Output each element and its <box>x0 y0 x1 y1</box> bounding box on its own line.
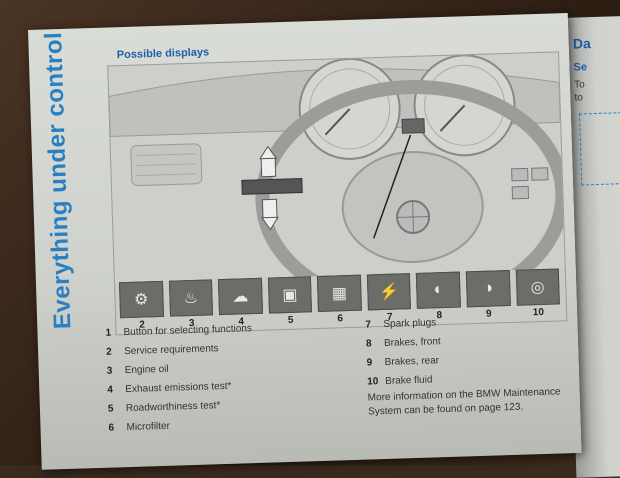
brake-fluid-icon: ◎ <box>515 268 560 306</box>
legend-right: 7 Spark plugs 8 Brakes, front 9 Brakes, rea… <box>365 309 588 420</box>
legend-number: 1 <box>105 327 112 339</box>
microfilter-icon: ▦ <box>317 274 362 313</box>
legend-text: Service requirements <box>123 343 219 358</box>
spark-plug-icon: ⚡ <box>366 273 412 311</box>
legend-text: Brakes, front <box>383 336 441 349</box>
legend-text: Roadworthiness test* <box>125 400 221 415</box>
legend-number: 4 <box>107 384 114 396</box>
dashboard-illustration: ⚙ ♨ ☁ ▣ ▦ ⚡ ◐ ◑ ◎ 2 3 4 5 6 7 8 9 10 <box>107 51 568 336</box>
display-window <box>401 118 425 134</box>
exhaust-icon: ☁ <box>218 277 263 316</box>
facing-page-box <box>579 111 620 186</box>
legend-number: 8 <box>365 338 372 350</box>
legend-text: Microfilter <box>126 420 171 434</box>
callout-number: 6 <box>337 313 344 325</box>
instrument-cluster-drawing <box>108 52 565 283</box>
service-icon: ⚙ <box>118 280 164 319</box>
facing-page-line: To <box>573 79 585 91</box>
chapter-title: Everything under control <box>40 31 77 330</box>
legend-number: 6 <box>108 422 115 434</box>
facing-page-line: to <box>574 92 584 104</box>
legend-number: 5 <box>107 403 114 415</box>
callout-number: 5 <box>287 314 294 326</box>
legend-left: 1 Button for selecting functions 2 Service… <box>105 319 255 438</box>
section-heading: Possible displays <box>116 46 210 62</box>
legend-number: 2 <box>105 346 112 358</box>
inspection-icon: ▣ <box>267 276 313 314</box>
legend-number: 10 <box>367 376 379 388</box>
turn-signal-stalk <box>241 177 303 195</box>
rear-brake-icon: ◑ <box>465 270 511 308</box>
manual-page: Everything under control Possible displa… <box>28 13 582 470</box>
legend-text: Brake fluid <box>385 374 433 387</box>
legend-item: 6 Microfilter <box>108 414 255 438</box>
facing-page-subheading: Se <box>573 61 588 74</box>
legend-text: Exhaust emissions test* <box>125 380 232 396</box>
front-brake-icon: ◐ <box>416 271 461 309</box>
legend-number: 7 <box>365 319 372 331</box>
maintenance-note: More information on the BMW Maintenance … <box>367 386 561 418</box>
facing-page-heading: Da <box>572 35 591 52</box>
legend-text: Engine oil <box>124 363 169 377</box>
legend-text: Spark plugs <box>383 317 437 330</box>
legend-number: 9 <box>366 357 373 369</box>
legend-number: 3 <box>106 365 113 377</box>
legend-text: Brakes, rear <box>384 355 440 368</box>
oil-can-icon: ♨ <box>168 279 214 317</box>
legend-text: Button for selecting functions <box>123 323 253 339</box>
